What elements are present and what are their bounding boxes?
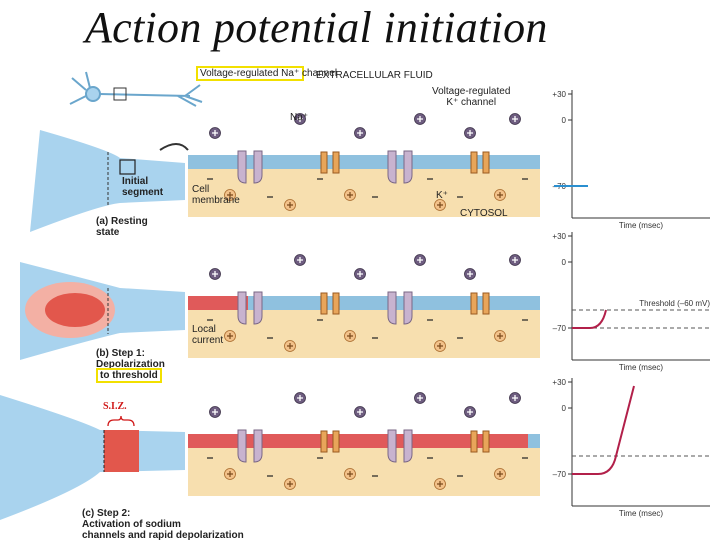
k-ion xyxy=(494,189,506,201)
k-ion xyxy=(224,189,236,201)
na-channel xyxy=(253,291,263,325)
y-tick-label: +30 xyxy=(552,232,566,241)
na-channel xyxy=(387,291,397,325)
ion xyxy=(509,113,521,125)
ion xyxy=(464,127,476,139)
y-tick-label: –70 xyxy=(553,470,567,479)
y-tick-label: 0 xyxy=(562,116,567,125)
k-channel xyxy=(470,430,490,453)
k-ion xyxy=(344,189,356,201)
ion xyxy=(209,268,221,280)
x-axis-label: Time (msec) xyxy=(619,221,663,230)
x-axis-label: Time (msec) xyxy=(619,363,663,372)
k-channel xyxy=(470,151,490,174)
na-channel xyxy=(237,291,247,325)
na-ion-label: Na⁺ xyxy=(290,112,309,123)
cytosol-label: CYTOSOL xyxy=(460,208,508,219)
na-channel xyxy=(237,429,247,463)
axon-hillock-c xyxy=(0,395,185,520)
k-ion xyxy=(224,468,236,480)
na-channel xyxy=(403,291,413,325)
na-channel xyxy=(387,429,397,463)
membrane-panel-b xyxy=(188,254,540,358)
membrane-depolarized xyxy=(188,434,528,448)
x-axis-label: Time (msec) xyxy=(619,509,663,518)
k-ion xyxy=(284,199,296,211)
na-channel xyxy=(403,429,413,463)
k-ion xyxy=(344,468,356,480)
ion xyxy=(464,268,476,280)
k-ion xyxy=(494,330,506,342)
k-ion xyxy=(494,468,506,480)
y-tick-label: –70 xyxy=(553,324,567,333)
membrane xyxy=(188,155,540,169)
membrane-depolarized xyxy=(188,296,248,310)
axon-hillock-b xyxy=(20,262,185,360)
na-channel xyxy=(253,429,263,463)
siz-label: S.I.Z. xyxy=(103,401,127,412)
y-tick-label: +30 xyxy=(552,90,566,99)
axon-hillock-a xyxy=(30,130,189,232)
k-ion-label: K⁺ xyxy=(436,190,448,201)
y-tick-label: 0 xyxy=(562,258,567,267)
y-tick-label: 0 xyxy=(562,404,567,413)
k-ion xyxy=(434,478,446,490)
cytosol-region xyxy=(188,448,540,496)
membrane-panel-c xyxy=(188,392,540,496)
page-title: Action potential initiation xyxy=(85,3,548,52)
cytosol-region xyxy=(188,169,540,217)
ion xyxy=(414,113,426,125)
ion xyxy=(509,392,521,404)
k-ion xyxy=(434,199,446,211)
ion xyxy=(414,254,426,266)
k-channel xyxy=(320,292,340,315)
ion xyxy=(354,406,366,418)
na-channel-label: Voltage-regulated Na⁺ channel xyxy=(196,66,337,81)
ion xyxy=(354,268,366,280)
ion xyxy=(354,127,366,139)
ion xyxy=(509,254,521,266)
ion xyxy=(294,392,306,404)
k-ion xyxy=(284,340,296,352)
membrane-strips xyxy=(188,113,540,496)
k-channel xyxy=(320,430,340,453)
ion xyxy=(294,113,306,125)
k-ion xyxy=(344,330,356,342)
ion xyxy=(209,127,221,139)
k-ion xyxy=(284,478,296,490)
y-tick-label: +30 xyxy=(552,378,566,387)
membrane-panel-a xyxy=(188,113,540,217)
trace xyxy=(572,309,607,329)
na-channel xyxy=(387,150,397,184)
ion xyxy=(294,254,306,266)
membrane xyxy=(188,296,540,310)
k-ion xyxy=(224,330,236,342)
k-ion xyxy=(434,340,446,352)
neuron-schematic xyxy=(69,71,203,107)
ion xyxy=(209,406,221,418)
ion xyxy=(414,392,426,404)
cytosol-region xyxy=(188,310,540,358)
na-channel xyxy=(403,150,413,184)
ion xyxy=(464,406,476,418)
trace xyxy=(572,385,635,475)
na-channel xyxy=(237,150,247,184)
k-channel xyxy=(470,292,490,315)
threshold-label: Threshold (–60 mV) xyxy=(639,299,710,308)
extracellular-label: EXTRACELLULAR FLUID xyxy=(316,70,433,81)
k-channel xyxy=(320,151,340,174)
na-channel xyxy=(253,150,263,184)
